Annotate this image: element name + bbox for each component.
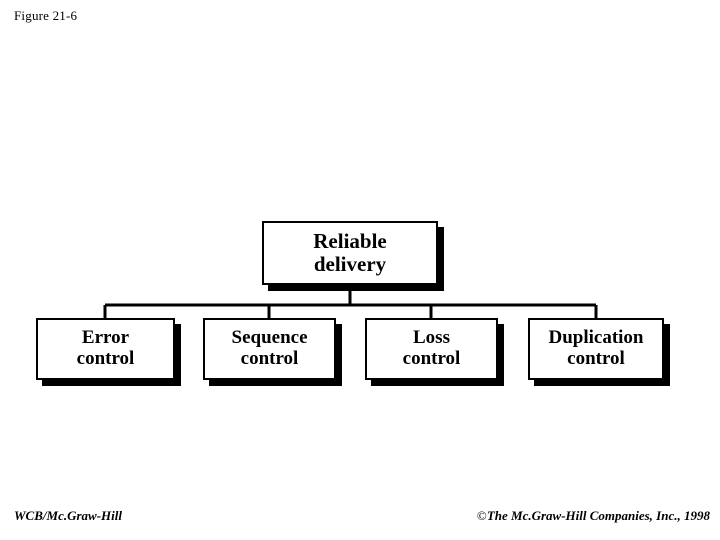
copyright-icon: ©: [476, 508, 487, 523]
node-error-control[interactable]: Error control: [36, 318, 175, 380]
node-error-control-label: Error control: [76, 327, 135, 369]
node-duplication-control[interactable]: Duplication control: [528, 318, 664, 380]
footer-publisher: WCB/Mc.Graw-Hill: [14, 508, 122, 523]
node-sequence-control-label: Sequence control: [231, 327, 308, 369]
node-reliable-delivery[interactable]: Reliable delivery: [262, 221, 438, 285]
figure-label: Figure 21-6: [14, 8, 78, 23]
node-duplication-control-label: Duplication control: [548, 327, 644, 369]
node-reliable-delivery-label: Reliable delivery: [313, 229, 387, 276]
node-loss-control-label: Loss control: [402, 327, 461, 369]
footer-copyright: ©The Mc.Graw-Hill Companies, Inc., 1998: [477, 508, 710, 524]
node-sequence-control[interactable]: Sequence control: [203, 318, 336, 380]
footer-copyright-text: The Mc.Graw-Hill Companies, Inc., 1998: [486, 508, 710, 523]
node-loss-control[interactable]: Loss control: [365, 318, 498, 380]
